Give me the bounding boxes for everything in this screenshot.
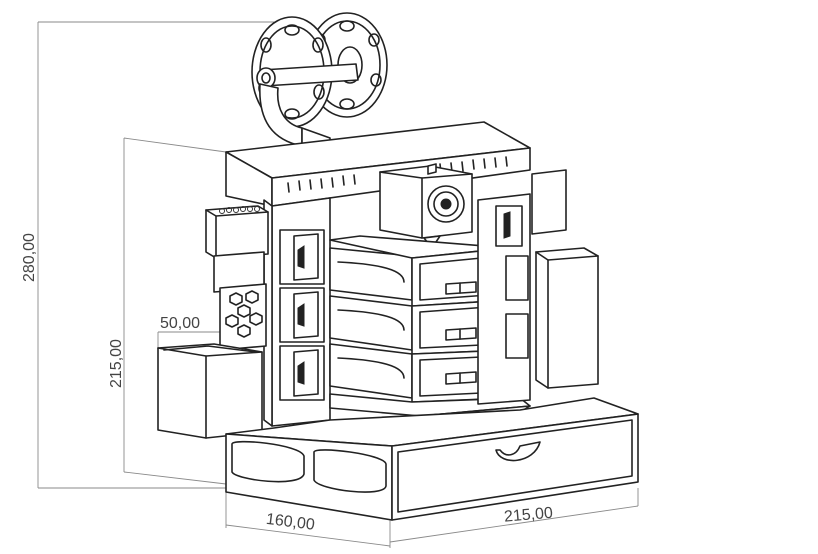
top-frame [225, 121, 531, 207]
dim-body-height: 215,00 [108, 339, 125, 388]
dim-base-width: 215,00 [503, 505, 553, 526]
right-tower [477, 169, 599, 405]
base-drawer-unit [225, 397, 639, 521]
dim-base-depth: 160,00 [265, 511, 316, 534]
left-drawer-bottom [279, 345, 325, 401]
dimension-lines [37, 21, 639, 548]
left-tower [263, 197, 331, 427]
dim-cup-width: 50,00 [160, 315, 200, 332]
left-side-holders [157, 205, 269, 439]
left-drawer-middle [279, 287, 325, 343]
dim-total-height: 280,00 [21, 233, 38, 282]
left-drawer-top [279, 229, 325, 285]
print-head [379, 163, 473, 249]
